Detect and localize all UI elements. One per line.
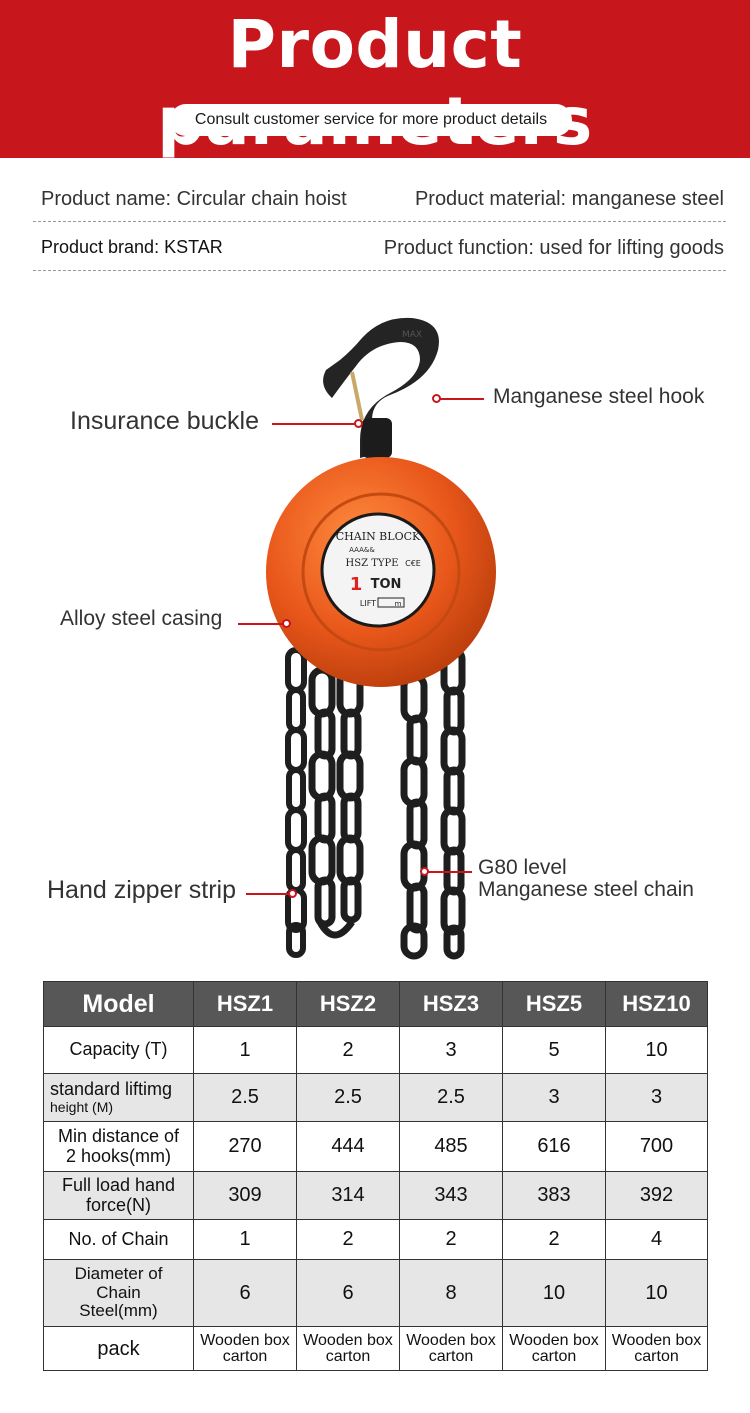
table-cell: 10 xyxy=(502,1259,606,1327)
alloy-casing: CHAIN BLOCK AAA&& HSZ TYPE C€E 1 TON LIF… xyxy=(266,457,496,687)
row-label: No. of Chain xyxy=(43,1219,194,1260)
leader-buckle xyxy=(272,423,356,425)
table-cell: 6 xyxy=(296,1259,400,1327)
table-cell: 314 xyxy=(296,1171,400,1220)
table-cell: 2 xyxy=(296,1219,400,1260)
leader-chain xyxy=(428,871,472,873)
table-cell: 5 xyxy=(502,1026,606,1074)
hero-banner: Product parameters Consult customer serv… xyxy=(0,0,750,160)
chain-left-inner xyxy=(308,666,364,939)
row-label: Capacity (T) xyxy=(43,1026,194,1074)
table-cell: 343 xyxy=(399,1171,503,1220)
table-cell: 383 xyxy=(502,1171,606,1220)
table-row-pack: pack Wooden box carton Wooden box carton… xyxy=(43,1326,708,1371)
table-cell: 485 xyxy=(399,1121,503,1172)
hook-mark: MAX xyxy=(402,330,422,340)
product-function: Product function: used for lifting goods xyxy=(383,237,724,259)
row-label: Full load hand force(N) xyxy=(43,1171,194,1220)
table-cell: 2 xyxy=(296,1026,400,1074)
product-brand: Product brand: KSTAR xyxy=(41,237,223,257)
product-material: Product material: manganese steel xyxy=(414,188,724,210)
svg-text:LIFT: LIFT xyxy=(360,599,376,608)
table-cell: 1 xyxy=(193,1026,297,1074)
table-cell: 444 xyxy=(296,1121,400,1172)
leader-casing xyxy=(238,623,284,625)
leader-hook xyxy=(440,398,484,400)
dot-buckle xyxy=(354,419,363,428)
plate-title: CHAIN BLOCK xyxy=(336,530,421,543)
table-cell: Wooden box carton xyxy=(193,1326,297,1371)
header-hsz2: HSZ2 xyxy=(296,981,400,1027)
product-name: Product name: Circular chain hoist xyxy=(41,188,347,210)
table-row-hand-force: Full load hand force(N) 309 314 343 383 … xyxy=(43,1171,708,1220)
table-cell: 309 xyxy=(193,1171,297,1220)
table-cell: 6 xyxy=(193,1259,297,1327)
table-cell: 3 xyxy=(502,1073,606,1122)
table-cell: 10 xyxy=(605,1026,708,1074)
table-cell: 270 xyxy=(193,1121,297,1172)
table-cell: 2.5 xyxy=(193,1073,297,1122)
callout-chain-type: Manganese steel chain xyxy=(478,878,694,901)
header-hsz1: HSZ1 xyxy=(193,981,297,1027)
svg-text:AAA&&: AAA&& xyxy=(349,546,375,554)
chain-hoist-image: MAX CHAIN BLOCK AAA&& HSZ TYPE C€E 1 TON… xyxy=(266,317,496,960)
table-cell: 2 xyxy=(399,1219,503,1260)
callout-buckle: Insurance buckle xyxy=(70,407,260,435)
table-cell: 8 xyxy=(399,1259,503,1327)
callout-zipper: Hand zipper strip xyxy=(47,876,236,904)
plate-ton: 1 xyxy=(350,574,363,595)
table-cell: 3 xyxy=(399,1026,503,1074)
info-row-2: Product brand: KSTAR Product function: u… xyxy=(33,225,726,271)
table-cell: 4 xyxy=(605,1219,708,1260)
row-label: Min distance of 2 hooks(mm) xyxy=(43,1121,194,1172)
table-cell: 392 xyxy=(605,1171,708,1220)
row-label: pack xyxy=(43,1326,194,1371)
plate-type: HSZ TYPE xyxy=(346,558,399,569)
table-header-row: Model HSZ1 HSZ2 HSZ3 HSZ5 HSZ10 xyxy=(43,981,708,1027)
table-cell: 1 xyxy=(193,1219,297,1260)
spec-table: Model HSZ1 HSZ2 HSZ3 HSZ5 HSZ10 Capacity… xyxy=(43,981,708,1371)
row-label: standard liftimg height (M) xyxy=(43,1073,194,1122)
dot-hook xyxy=(432,394,441,403)
callout-chain-grade: G80 level xyxy=(478,856,567,879)
table-cell: 2.5 xyxy=(399,1073,503,1122)
table-cell: Wooden box carton xyxy=(605,1326,708,1371)
table-cell: 700 xyxy=(605,1121,708,1172)
table-row-chain-count: No. of Chain 1 2 2 2 4 xyxy=(43,1219,708,1260)
table-row-lift-height: standard liftimg height (M) 2.5 2.5 2.5 … xyxy=(43,1073,708,1122)
table-cell: Wooden box carton xyxy=(296,1326,400,1371)
header-hsz3: HSZ3 xyxy=(399,981,503,1027)
consult-pill[interactable]: Consult customer service for more produc… xyxy=(170,104,572,136)
header-hsz10: HSZ10 xyxy=(605,981,708,1027)
header-model: Model xyxy=(43,981,194,1027)
svg-text:m: m xyxy=(395,600,402,608)
callout-hook: Manganese steel hook xyxy=(493,385,705,408)
chain-right xyxy=(400,646,466,960)
callout-casing: Alloy steel casing xyxy=(60,607,223,630)
table-row-capacity: Capacity (T) 1 2 3 5 10 xyxy=(43,1026,708,1074)
table-cell: Wooden box carton xyxy=(502,1326,606,1371)
table-cell: 2 xyxy=(502,1219,606,1260)
table-row-hook-distance: Min distance of 2 hooks(mm) 270 444 485 … xyxy=(43,1121,708,1172)
dot-chain xyxy=(420,867,429,876)
table-cell: 616 xyxy=(502,1121,606,1172)
svg-text:TON: TON xyxy=(371,577,402,592)
dot-zipper xyxy=(288,889,297,898)
chain-left-outer xyxy=(285,647,307,958)
dot-casing xyxy=(282,619,291,628)
hook-icon: MAX xyxy=(323,317,439,458)
svg-text:C€E: C€E xyxy=(405,559,421,568)
table-cell: 3 xyxy=(605,1073,708,1122)
header-hsz5: HSZ5 xyxy=(502,981,606,1027)
leader-zipper xyxy=(246,893,290,895)
info-row-1: Product name: Circular chain hoist Produ… xyxy=(33,176,726,222)
table-cell: Wooden box carton xyxy=(399,1326,503,1371)
table-cell: 2.5 xyxy=(296,1073,400,1122)
table-row-chain-diameter: Diameter of Chain Steel(mm) 6 6 8 10 10 xyxy=(43,1259,708,1327)
row-label: Diameter of Chain Steel(mm) xyxy=(43,1259,194,1327)
table-cell: 10 xyxy=(605,1259,708,1327)
